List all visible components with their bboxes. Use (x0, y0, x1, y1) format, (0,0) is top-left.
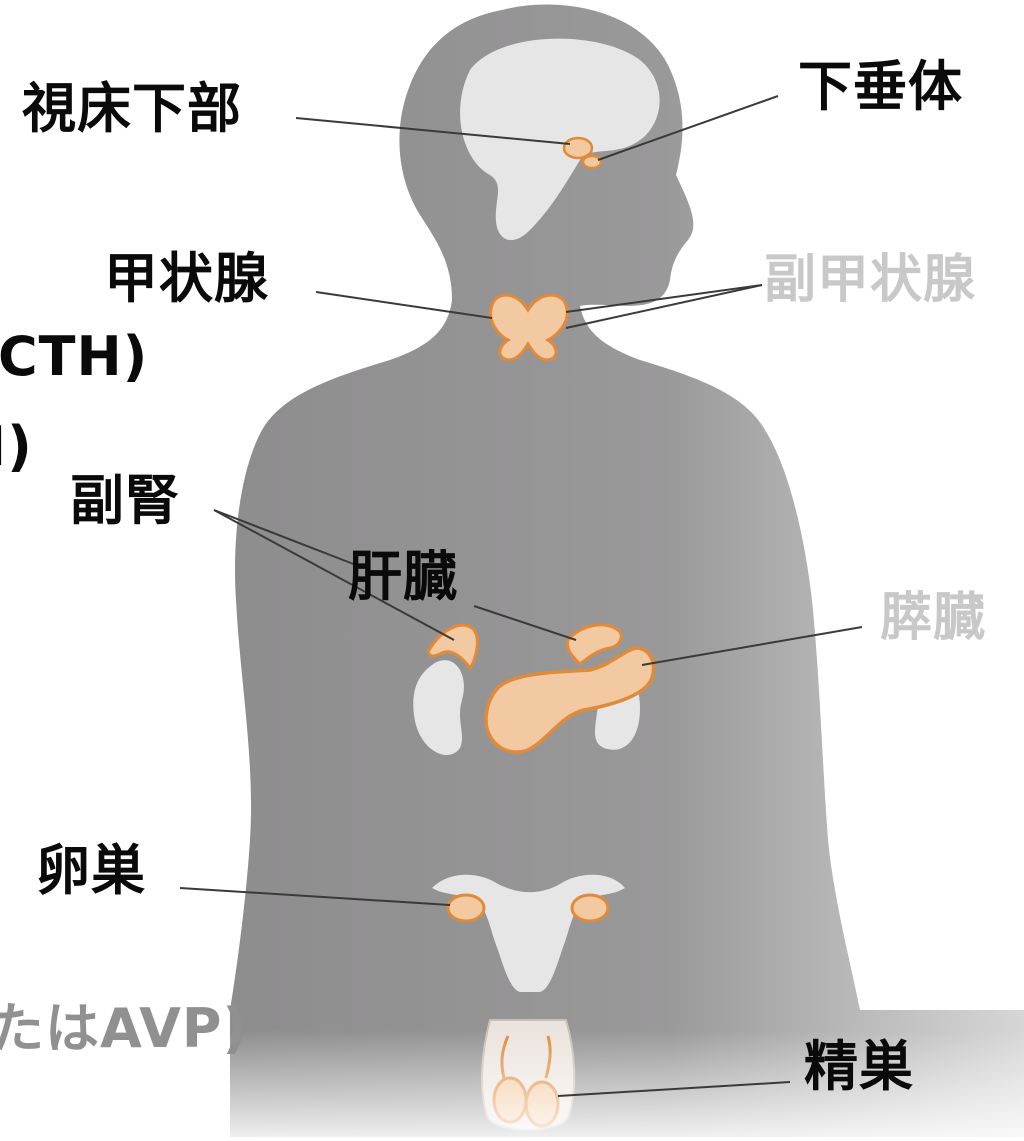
cropped-text-1: CTH) (0, 330, 148, 384)
cropped-text-3: たはAVP) (0, 1002, 248, 1056)
label-testis: 精巣 (804, 1040, 914, 1094)
hypothalamus-shape (564, 138, 592, 158)
label-parathyroid: 副甲状腺 (764, 254, 976, 306)
label-ovary: 卵巣 (36, 844, 146, 898)
cropped-text-2: I) (0, 420, 33, 474)
label-adrenal: 副腎 (70, 474, 180, 528)
label-hypothalamus: 視床下部 (22, 82, 242, 136)
pituitary-shape (583, 156, 601, 168)
label-pituitary: 下垂体 (798, 60, 963, 114)
label-liver: 肝臓 (348, 550, 458, 604)
label-thyroid: 甲状腺 (104, 252, 269, 306)
ovary-right-shape (572, 895, 608, 921)
ovary-left-shape (448, 895, 484, 921)
label-pancreas: 膵臓 (880, 592, 986, 644)
